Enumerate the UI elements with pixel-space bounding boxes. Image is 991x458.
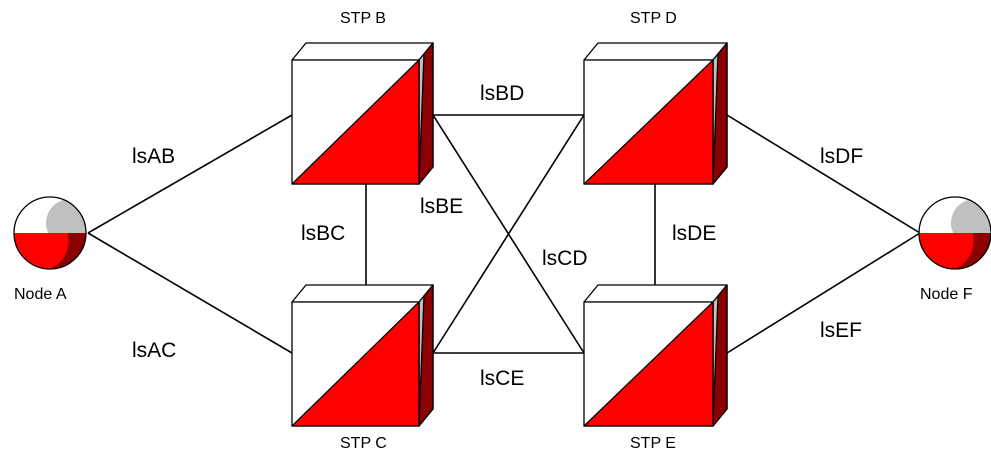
link-line-df <box>726 114 921 234</box>
link-label-ef: lsEF <box>820 319 862 342</box>
node-f-label: Node F <box>920 286 973 303</box>
link-label-bc: lsBC <box>301 222 346 245</box>
stp-d-cube-icon <box>583 42 728 185</box>
link-label-ce: lsCE <box>480 367 525 390</box>
stp-d-label: STP D <box>630 10 677 27</box>
stp-c-cube-icon <box>291 284 434 427</box>
stp-c-label: STP C <box>340 435 387 452</box>
link-label-de: lsDE <box>672 222 717 245</box>
link-line-cd <box>432 114 585 354</box>
stp-e-cube-icon <box>583 284 728 427</box>
link-label-ab: lsAB <box>132 145 176 168</box>
link-label-bd: lsBD <box>480 82 525 105</box>
link-line-ac <box>87 232 293 354</box>
node-a-sphere-icon <box>13 196 87 270</box>
stp-e-label: STP E <box>630 435 676 452</box>
link-label-cd: lsCD <box>542 247 588 270</box>
link-line-ab <box>87 114 293 234</box>
node-f-sphere-icon <box>918 196 991 270</box>
stp-b-cube-icon <box>291 42 434 185</box>
node-a-label: Node A <box>14 286 67 303</box>
stp-b-label: STP B <box>340 10 386 27</box>
link-line-ef <box>726 232 921 354</box>
link-label-be: lsBE <box>420 195 464 218</box>
link-label-df: lsDF <box>820 145 864 168</box>
link-label-ac: lsAC <box>132 339 177 362</box>
